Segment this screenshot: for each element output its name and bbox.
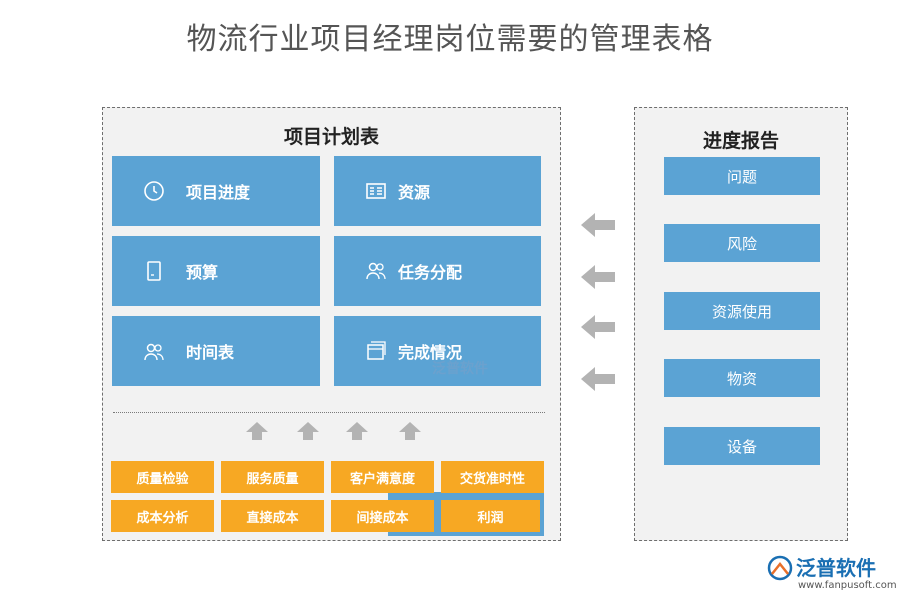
- project-plan-title: 项目计划表: [283, 126, 379, 148]
- report-item-materials: 物资: [664, 359, 820, 397]
- left-arrow-icon: [581, 315, 615, 339]
- metric-on-time-delivery: 交货准时性: [441, 461, 544, 493]
- metric-service-quality: 服务质量: [221, 461, 324, 493]
- tile-label: 项目进度: [186, 183, 251, 202]
- logo-name: 泛普软件: [796, 556, 876, 580]
- report-item-issues: 问题: [664, 157, 820, 195]
- tile-label: 时间表: [186, 343, 235, 362]
- tile-schedule: 时间表: [112, 316, 320, 386]
- left-arrow-icon: [581, 213, 615, 237]
- metric-direct-cost: 直接成本: [221, 500, 324, 532]
- tile-project-progress: 项目进度: [112, 156, 320, 226]
- users-icon: [366, 262, 386, 280]
- clock-icon: [144, 181, 164, 201]
- tile-label: 预算: [186, 263, 219, 282]
- tile-task-assignment: 任务分配: [334, 236, 541, 306]
- report-item-risks: 风险: [664, 224, 820, 262]
- window-icon: [367, 341, 386, 360]
- metric-quality-inspection: 质量检验: [111, 461, 214, 493]
- report-item-resource-usage: 资源使用: [664, 292, 820, 330]
- watermark: 泛普软件: [432, 361, 488, 377]
- metric-profit: 利润: [441, 500, 540, 532]
- tile-resources: 资源: [334, 156, 541, 226]
- tile-budget: 预算: [112, 236, 320, 306]
- report-item-equipment: 设备: [664, 427, 820, 465]
- brand-logo: 泛普软件 www.fanpusoft.com: [766, 552, 897, 596]
- document-icon: [147, 261, 161, 281]
- up-arrow-icon: [297, 422, 319, 440]
- users-icon: [144, 343, 164, 361]
- dotted-divider: [113, 412, 545, 413]
- progress-report-title: 进度报告: [702, 130, 779, 152]
- up-arrow-icon: [346, 422, 368, 440]
- logo-url: www.fanpusoft.com: [798, 580, 897, 591]
- list-icon: [366, 183, 386, 199]
- tile-label: 完成情况: [398, 343, 463, 362]
- metric-indirect-cost: 间接成本: [331, 500, 434, 532]
- metric-cost-analysis: 成本分析: [111, 500, 214, 532]
- tile-label: 任务分配: [398, 263, 463, 282]
- up-arrow-icon: [246, 422, 268, 440]
- tile-completion: 完成情况: [334, 316, 541, 386]
- tile-label: 资源: [398, 183, 431, 202]
- up-arrow-icon: [399, 422, 421, 440]
- logo-icon: [767, 555, 793, 581]
- left-arrow-icon: [581, 367, 615, 391]
- metric-customer-satisfaction: 客户满意度: [331, 461, 434, 493]
- page-title: 物流行业项目经理岗位需要的管理表格: [186, 22, 714, 57]
- left-arrow-icon: [581, 265, 615, 289]
